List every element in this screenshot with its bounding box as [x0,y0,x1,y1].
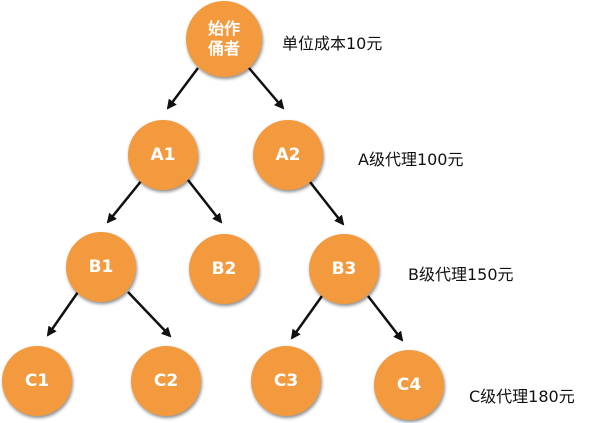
node-c3: C3 [251,346,321,416]
arrow-root-to-a2 [248,67,285,110]
arrow-b1-to-c2 [127,291,172,338]
node-c1: C1 [2,346,72,416]
tier-label-root-cost: 单位成本10元 [282,34,383,53]
node-b3: B3 [309,234,379,304]
tier-label-b-agent: B级代理150元 [408,265,514,284]
node-a2: A2 [253,120,323,190]
node-c4: C4 [374,350,444,420]
node-root: 始作 俑者 [186,1,262,77]
tier-label-c-agent: C级代理180元 [469,387,575,406]
node-c2: C2 [131,346,201,416]
arrow-a1-to-b2 [187,179,223,224]
arrow-root-to-a1 [166,67,199,110]
tier-label-a-agent: A级代理100元 [358,150,464,169]
arrow-b3-to-c4 [367,295,404,342]
arrow-a1-to-b1 [106,179,143,224]
arrow-b3-to-c3 [290,295,324,340]
node-b2: B2 [189,234,259,304]
arrow-b1-to-c1 [46,291,80,337]
node-a1: A1 [128,120,198,190]
node-b1: B1 [66,232,136,302]
arrow-a2-to-b3 [309,181,345,226]
